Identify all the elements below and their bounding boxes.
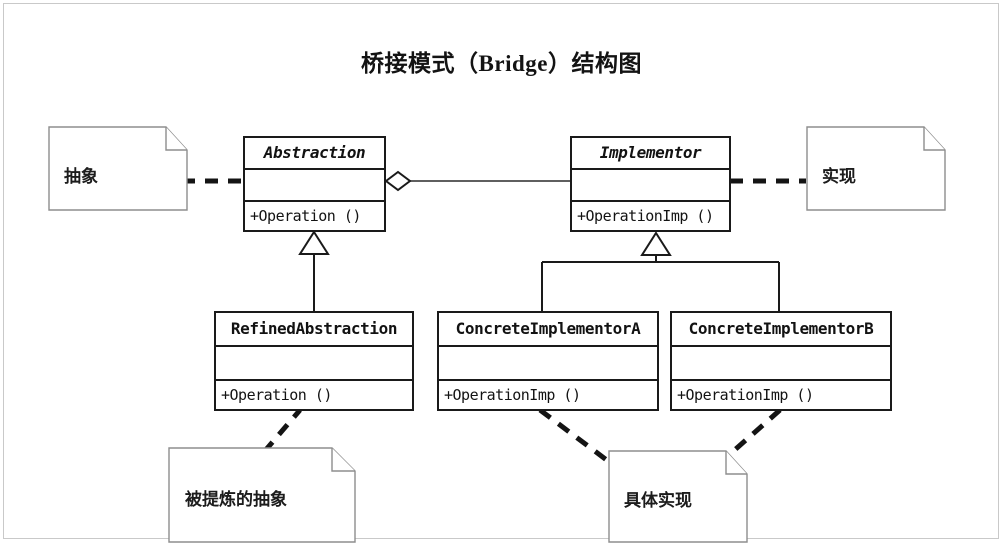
note-shape-abstraction: [48, 126, 188, 211]
class-box-concrete-implementor-b[interactable]: ConcreteImplementorB +OperationImp (): [670, 311, 892, 411]
class-name-concrete-implementor-a: ConcreteImplementorA: [439, 313, 657, 347]
note-label-implementation: 实现: [822, 167, 856, 186]
class-attributes-concrete-implementor-a: [439, 347, 657, 381]
class-operations-implementor: +OperationImp (): [577, 207, 714, 225]
class-name-concrete-implementor-b: ConcreteImplementorB: [672, 313, 890, 347]
class-attributes-refined-abstraction: [216, 347, 412, 381]
class-box-concrete-implementor-a[interactable]: ConcreteImplementorA +OperationImp (): [437, 311, 659, 411]
note-abstraction: 抽象: [48, 126, 188, 211]
note-shape-implementation: [806, 126, 946, 211]
class-attributes-implementor: [572, 170, 729, 202]
note-refined-abstraction: 被提炼的抽象: [168, 447, 356, 543]
class-operations-abstraction: +Operation (): [250, 207, 361, 225]
class-attributes-abstraction: [245, 170, 384, 202]
class-operations-concrete-implementor-b: +OperationImp (): [677, 386, 814, 404]
class-name-refined-abstraction: RefinedAbstraction: [216, 313, 412, 347]
note-label-refined-abstraction: 被提炼的抽象: [185, 490, 287, 509]
class-operations-refined-abstraction: +Operation (): [221, 386, 332, 404]
class-name-implementor: Implementor: [572, 138, 729, 170]
note-label-abstraction: 抽象: [64, 167, 98, 186]
class-operations-concrete-implementor-a: +OperationImp (): [444, 386, 581, 404]
class-box-implementor[interactable]: Implementor +OperationImp (): [570, 136, 731, 232]
note-shape-concrete-implementation: [608, 450, 748, 543]
note-label-concrete-implementation: 具体实现: [624, 491, 692, 510]
class-attributes-concrete-implementor-b: [672, 347, 890, 381]
page-title: 桥接模式（Bridge）结构图: [361, 51, 642, 76]
note-concrete-implementation: 具体实现: [608, 450, 748, 543]
class-name-abstraction: Abstraction: [245, 138, 384, 170]
class-box-abstraction[interactable]: Abstraction +Operation (): [243, 136, 386, 232]
note-shape-refined-abstraction: [168, 447, 356, 543]
class-box-refined-abstraction[interactable]: RefinedAbstraction +Operation (): [214, 311, 414, 411]
note-implementation: 实现: [806, 126, 946, 211]
page-frame: [3, 3, 999, 539]
